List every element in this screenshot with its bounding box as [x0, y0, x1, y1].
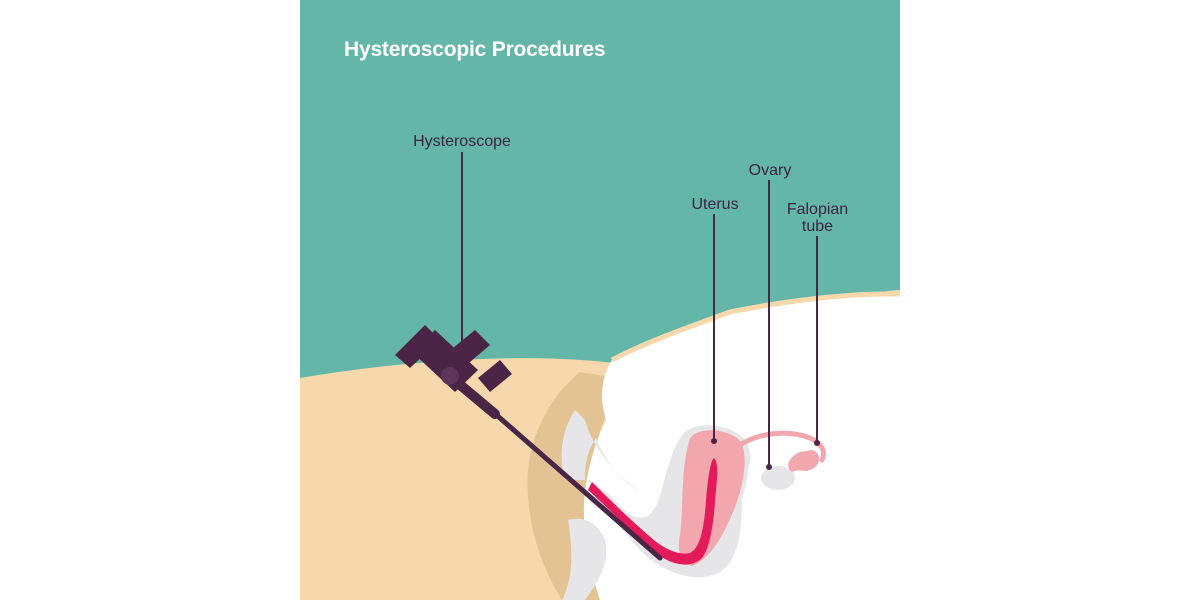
label-falopian-tube: Falopian tube [786, 201, 849, 235]
ovary-shape [761, 466, 795, 490]
label-ovary: Ovary [748, 162, 792, 179]
leader-uterus [711, 214, 717, 444]
grey-tissue-bottom [562, 518, 607, 600]
diagram-title: Hysteroscopic Procedures [344, 38, 606, 61]
cavity-rim [610, 291, 900, 363]
hysteroscope-instrument-icon [395, 325, 663, 561]
falopian-tube-shape [737, 430, 826, 463]
anatomy-illustration [300, 0, 900, 600]
label-uterus: Uterus [691, 196, 739, 213]
leader-hysteroscope [459, 152, 465, 349]
leader-falopian-tube [814, 236, 820, 446]
cervical-canal [588, 458, 718, 565]
leader-ovary [766, 180, 772, 470]
diagram-figure: Hysteroscopic Procedures Hysteroscope Ov… [300, 0, 900, 600]
label-hysteroscope: Hysteroscope [413, 133, 511, 150]
grey-tissue-left [561, 410, 640, 492]
fimbriae-shape [788, 450, 820, 472]
